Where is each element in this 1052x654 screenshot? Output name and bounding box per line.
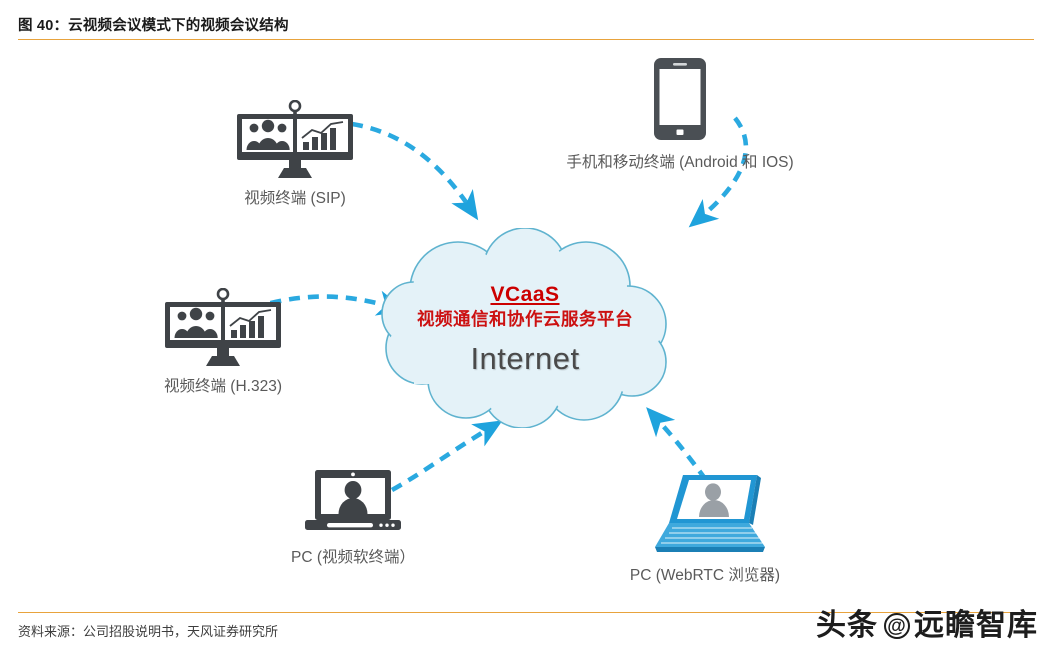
cloud-text-block: VCaaS 视频通信和协作云服务平台 Internet — [370, 283, 680, 377]
page-title: 图 40：云视频会议模式下的视频会议结构 — [18, 18, 289, 34]
watermark-brand: 头条 — [816, 609, 878, 642]
figure-source: 资料来源：公司招股说明书，天风证券研究所 — [18, 624, 279, 639]
vcaas-subtitle: 视频通信和协作云服务平台 — [417, 309, 633, 330]
laptop-person-icon — [305, 470, 401, 530]
internet-cloud: VCaaS 视频通信和协作云服务平台 Internet — [370, 228, 680, 428]
diagram-canvas: VCaaS 视频通信和协作云服务平台 Internet — [0, 40, 1052, 612]
node-video-terminal-sip: 视频终端 (SIP) — [150, 100, 440, 208]
mobile-tablet-icon — [654, 58, 706, 140]
figure-header: 图 40：云视频会议模式下的视频会议结构 — [0, 0, 1052, 40]
video-conference-monitor-icon — [237, 100, 353, 178]
node-pc-webrtc: PC (WebRTC 浏览器) — [580, 465, 830, 585]
header-divider — [18, 39, 1034, 40]
watermark: 头条@远瞻智库 — [816, 600, 1038, 644]
node-mobile-terminal: 手机和移动终端 (Android 和 IOS) — [520, 56, 840, 172]
node-video-terminal-h323: 视频终端 (H.323) — [78, 288, 368, 396]
watermark-account: 远瞻智库 — [914, 609, 1038, 642]
node-label-pc-soft: PC (视频软终端） — [290, 549, 415, 566]
node-label-mobile: 手机和移动终端 (Android 和 IOS) — [566, 154, 794, 171]
blue-laptop-icon — [655, 475, 765, 552]
video-conference-monitor-icon — [165, 288, 281, 366]
node-label-sip: 视频终端 (SIP) — [244, 190, 346, 207]
footer-divider — [18, 612, 1034, 613]
node-pc-soft-terminal: PC (视频软终端） — [228, 468, 478, 567]
vcaas-title: VCaaS — [490, 283, 560, 306]
internet-label: Internet — [470, 341, 580, 377]
cloud-shape-icon — [381, 228, 667, 428]
node-label-h323: 视频终端 (H.323) — [164, 378, 282, 395]
node-label-webrtc: PC (WebRTC 浏览器) — [629, 567, 781, 584]
at-icon: @ — [884, 613, 910, 639]
